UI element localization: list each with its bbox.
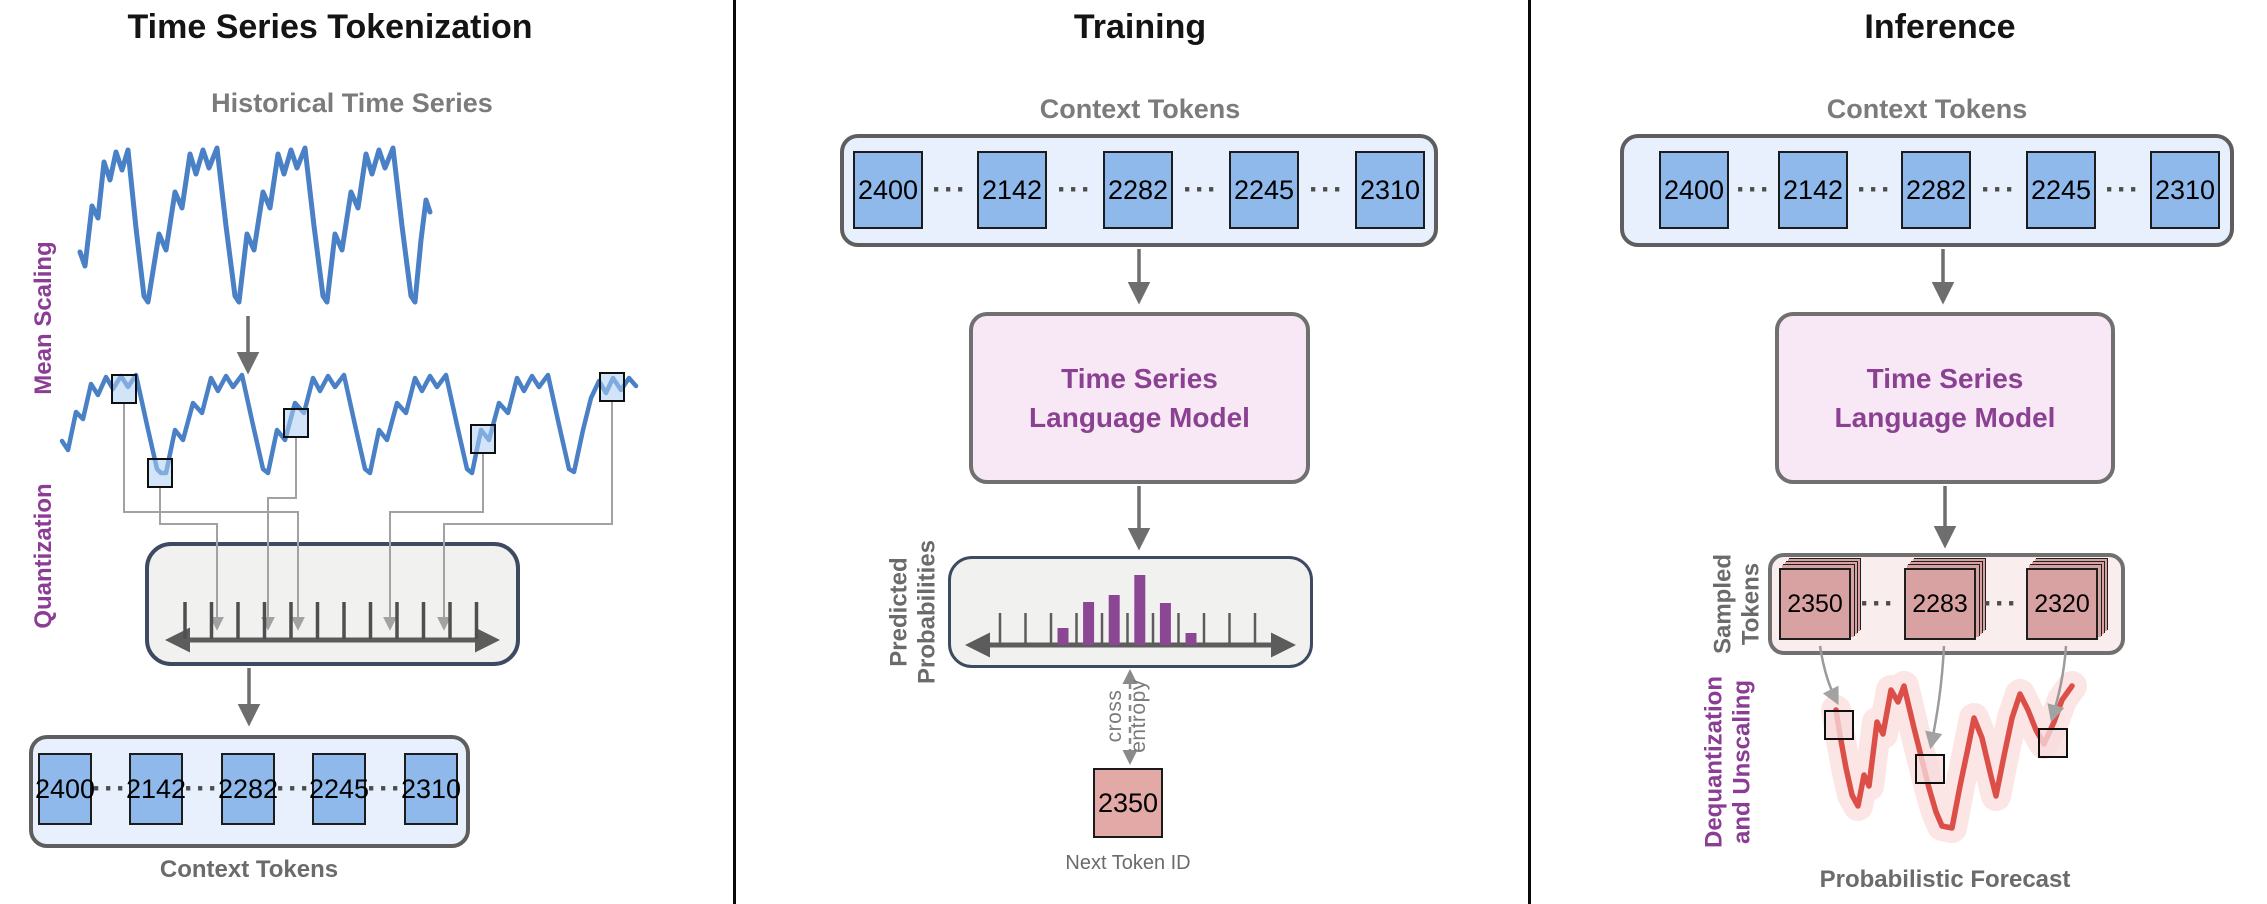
ellipsis: ··· (1736, 173, 1772, 206)
inference-title: Inference (1864, 8, 2016, 46)
context-token: 2245 (1229, 151, 1299, 229)
predicted-probabilities-label: Predicted Probabilities (885, 539, 940, 685)
context-token: 2282 (218, 753, 278, 825)
ellipsis: ··· (367, 772, 403, 805)
training-language-model-box: Time Series Language Model (969, 312, 1310, 484)
ellipsis: ··· (1860, 587, 1896, 620)
sampled-tokens-label: Sampled Tokens (1709, 553, 1764, 655)
next-token-caption: Next Token ID (1065, 852, 1191, 874)
ellipsis: ··· (1309, 173, 1345, 206)
model-label-line2: Language Model (1834, 402, 2056, 433)
model-label-line1: Time Series (1061, 362, 1218, 394)
inference-context-tokens-label: Context Tokens (1826, 94, 2028, 124)
quantization-label: Quantization (30, 483, 58, 629)
dequantized-point-box (1915, 754, 1945, 784)
context-token: 2400 (35, 753, 95, 825)
sample-point-box (111, 374, 137, 404)
sampled-token-stack: 2320 (2026, 568, 2098, 640)
ellipsis: ··· (184, 772, 220, 805)
mean-scaling-label: Mean Scaling (30, 241, 58, 395)
tokenization-title: Time Series Tokenization (127, 8, 533, 46)
context-token: 2400 (853, 151, 923, 229)
context-token: 2245 (309, 753, 369, 825)
probabilistic-forecast-caption: Probabilistic Forecast (1819, 866, 2071, 893)
historical-series-label: Historical Time Series (211, 88, 493, 118)
ellipsis: ··· (1057, 173, 1093, 206)
ellipsis: ··· (92, 772, 128, 805)
cross-entropy-label: cross entropy (1102, 679, 1150, 753)
model-label-line1: Time Series (1866, 362, 2024, 394)
ellipsis: ··· (1983, 587, 2019, 620)
predicted-probabilities-box (948, 556, 1313, 668)
sample-point-box (470, 424, 496, 454)
ellipsis: ··· (2105, 173, 2141, 206)
forecast-line (1833, 683, 2075, 831)
panel-divider-left (733, 0, 736, 904)
training-context-tokens-label: Context Tokens (1039, 94, 1241, 124)
ellipsis: ··· (1981, 173, 2017, 206)
historical-series-line (77, 145, 433, 305)
sampled-token-stack: 2350 (1779, 568, 1851, 640)
training-title: Training (1073, 8, 1207, 46)
ellipsis: ··· (1857, 173, 1893, 206)
sample-point-box (147, 458, 173, 488)
context-token: 2245 (2026, 151, 2096, 229)
context-token: 2142 (1778, 151, 1848, 229)
next-token-box: 2350 (1093, 768, 1163, 838)
context-tokens-caption: Context Tokens (159, 856, 339, 883)
dequantized-point-box (1824, 710, 1854, 740)
forecast-confidence-band (1821, 671, 2087, 843)
ellipsis: ··· (1183, 173, 1219, 206)
sampled-token-stack: 2283 (1904, 568, 1976, 640)
context-token: 2310 (401, 753, 461, 825)
quantization-bins-box (145, 542, 520, 666)
context-token: 2400 (1659, 151, 1729, 229)
dequantization-label: Dequantization and Unscaling (1700, 676, 1755, 848)
inference-language-model-box: Time Series Language Model (1775, 312, 2115, 484)
context-token: 2310 (1355, 151, 1425, 229)
context-token: 2142 (126, 753, 186, 825)
ellipsis: ··· (932, 173, 968, 206)
sample-point-box (599, 372, 625, 402)
context-token: 2310 (2150, 151, 2220, 229)
ellipsis: ··· (276, 772, 312, 805)
sample-point-box (283, 408, 309, 438)
context-token: 2282 (1901, 151, 1971, 229)
dequantized-point-box (2038, 728, 2068, 758)
context-token: 2142 (977, 151, 1047, 229)
panel-divider-right (1528, 0, 1531, 904)
model-label-line2: Language Model (1029, 402, 1250, 433)
context-token: 2282 (1103, 151, 1173, 229)
